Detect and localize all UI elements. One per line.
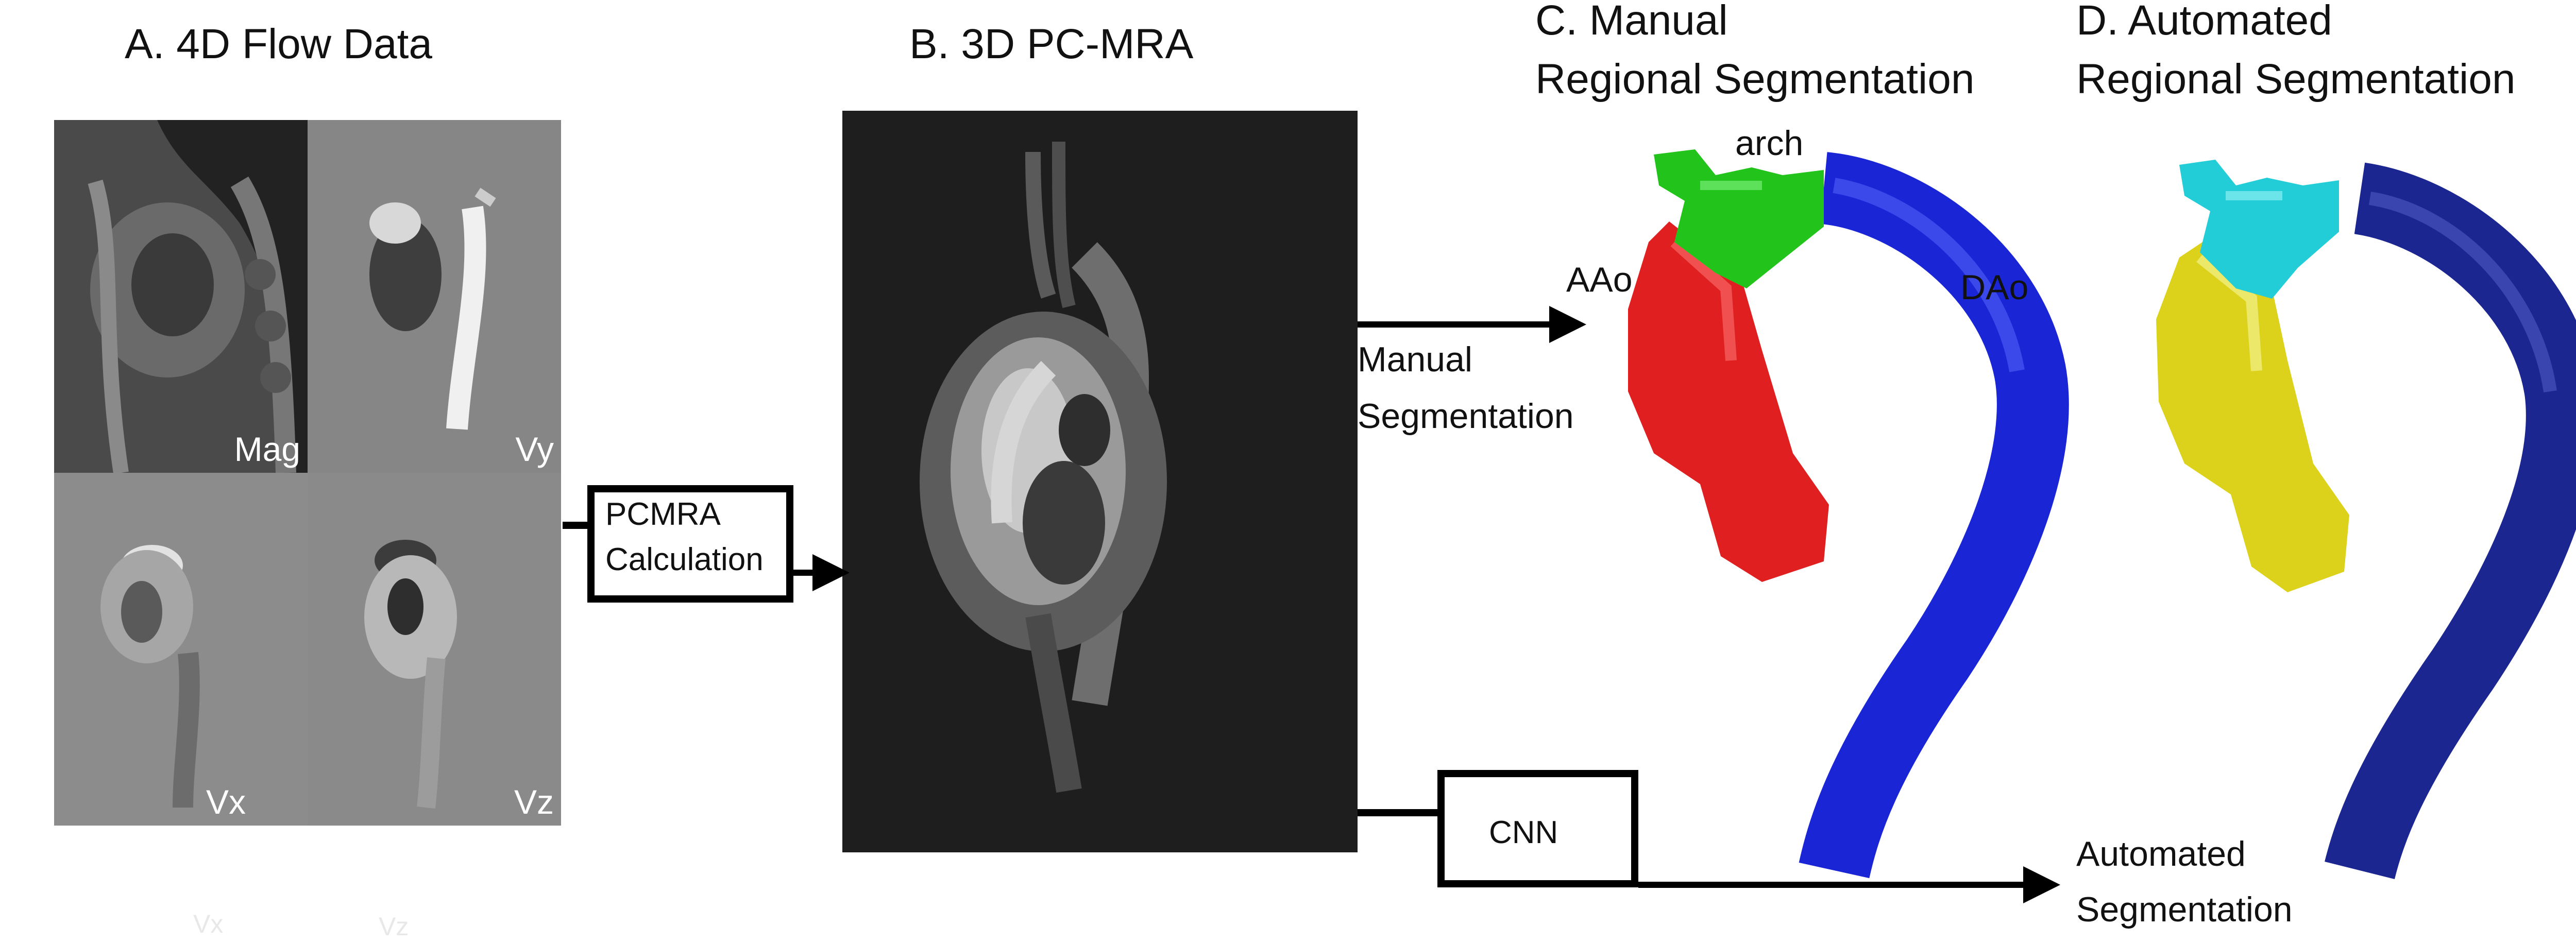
pcmra-vessel-graphic bbox=[842, 111, 1358, 852]
manual-dao-segment bbox=[1799, 152, 2069, 879]
vy-image: Vy bbox=[308, 120, 561, 473]
vx-velocity-graphic bbox=[54, 473, 308, 826]
manual-aao-segment bbox=[1628, 221, 1829, 582]
aao-label: AAo bbox=[1566, 260, 1633, 299]
automated-aao-segment bbox=[2156, 237, 2349, 592]
vy-velocity-graphic bbox=[308, 120, 561, 473]
panel-d-title-line1: D. Automated bbox=[2076, 0, 2332, 44]
arch-label: arch bbox=[1735, 124, 1804, 163]
manual-arrow-label-line1: Manual bbox=[1358, 340, 1473, 379]
cnn-box-label: CNN bbox=[1489, 815, 1558, 850]
automated-arch-segment bbox=[2179, 160, 2339, 299]
panel-c-title-line2: Regional Segmentation bbox=[1535, 56, 1975, 102]
automated-arrow-label-line2: Segmentation bbox=[2076, 890, 2293, 929]
automated-arrow-label-line1: Automated bbox=[2076, 834, 2246, 873]
panel-b-title: B. 3D PC-MRA bbox=[909, 21, 1194, 67]
vz-image: Vz bbox=[308, 473, 561, 826]
pcmra-image bbox=[842, 111, 1358, 852]
vz-velocity-graphic bbox=[308, 473, 561, 826]
mag-label: Mag bbox=[234, 430, 300, 468]
ghost-vz-label: Vz bbox=[379, 912, 409, 941]
mag-anatomy-graphic bbox=[54, 120, 308, 473]
mag-image: Mag bbox=[54, 120, 308, 473]
vy-label: Vy bbox=[515, 430, 554, 468]
dao-label: DAo bbox=[1960, 268, 2029, 307]
manual-arrow-label-line2: Segmentation bbox=[1358, 397, 1574, 436]
pcmra-calculation-box bbox=[587, 485, 793, 603]
vx-label: Vx bbox=[206, 783, 246, 821]
panel-c-title-line1: C. Manual bbox=[1535, 0, 1728, 44]
vx-image: Vx bbox=[54, 473, 308, 826]
pcmra-box-line2: Calculation bbox=[605, 542, 764, 577]
panel-d-title-line2: Regional Segmentation bbox=[2076, 56, 2516, 102]
ghost-vx-label: Vx bbox=[193, 910, 224, 938]
manual-arch-segment bbox=[1654, 149, 1824, 288]
pcmra-box-line1: PCMRA bbox=[605, 496, 721, 532]
panel-a-title: A. 4D Flow Data bbox=[125, 21, 432, 67]
automated-dao-segment bbox=[2325, 162, 2576, 880]
vz-label: Vz bbox=[514, 783, 554, 821]
cnn-box bbox=[1437, 770, 1638, 887]
